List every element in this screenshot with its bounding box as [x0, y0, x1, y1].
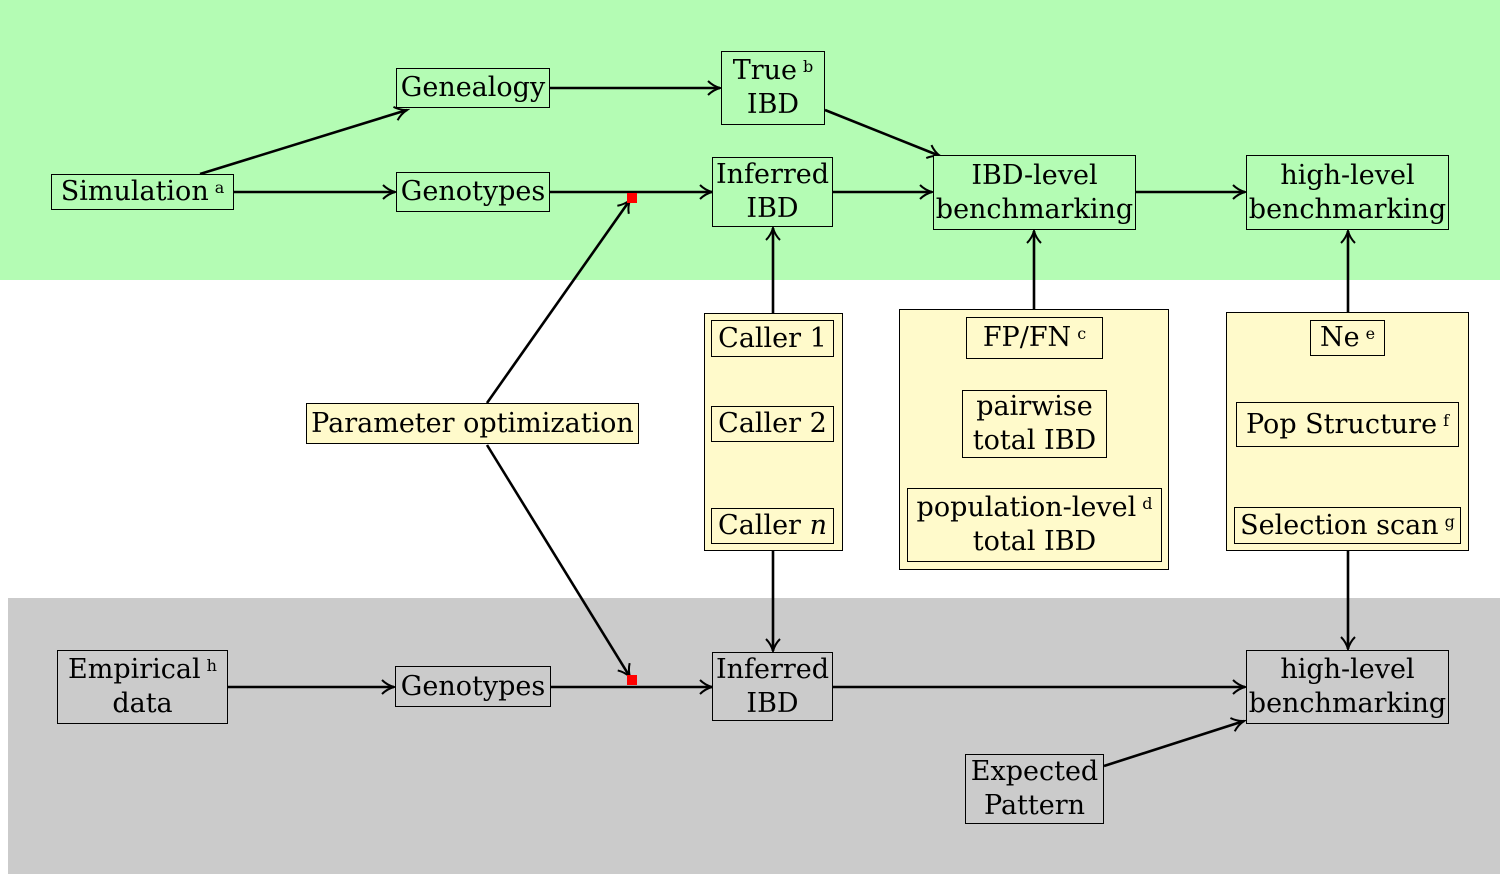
fp-fn-label: FP/FN: [982, 322, 1072, 353]
fp-fn-node: FP/FN c: [966, 317, 1103, 359]
arrow-param-opt-to-sim: [485, 200, 630, 404]
genotypes-emp-label: Genotypes: [400, 670, 546, 702]
high-level-emp-node: high-level benchmarking: [1246, 650, 1449, 724]
inferred-ibd-emp-node: Inferred IBD: [712, 652, 833, 721]
genotypes-emp-node: Genotypes: [395, 666, 551, 707]
param-junction-sim: [627, 193, 637, 203]
parameter-optimization-node: Parameter optimization: [306, 403, 639, 444]
pairwise-total-ibd-node: pairwise total IBD: [962, 390, 1107, 458]
pop-structure-footnote: f: [1443, 410, 1449, 430]
pop-structure-label: Pop Structure: [1245, 408, 1438, 440]
ibd-benchmarking-line2: benchmarking: [935, 193, 1134, 225]
parameter-optimization-label: Parameter optimization: [311, 407, 634, 439]
caller-n-label: Caller: [718, 510, 801, 541]
pairwise-line2: total IBD: [972, 425, 1097, 456]
empirical-line2: data: [112, 688, 173, 719]
ne-label: Ne: [1319, 322, 1360, 353]
population-line1: population-level: [916, 492, 1137, 523]
true-ibd-line1: True: [732, 55, 798, 86]
caller-1-label: Caller 1: [718, 322, 827, 354]
inferred-ibd-sim-node: Inferred IBD: [712, 157, 833, 227]
caller-n-node: Caller n: [711, 508, 834, 544]
true-ibd-line2: IBD: [746, 89, 800, 120]
genotypes-sim-node: Genotypes: [396, 172, 550, 212]
fp-fn-footnote: c: [1077, 324, 1087, 343]
arrow-expected-pattern-to-high-level: [1103, 721, 1244, 768]
caller-2-label: Caller 2: [718, 408, 827, 439]
genealogy-label: Genealogy: [400, 72, 546, 103]
empirical-band: [8, 598, 1500, 874]
caller-1-node: Caller 1: [711, 320, 834, 357]
high-level-sim-line2: benchmarking: [1248, 193, 1447, 225]
arrow-simulation-genealogy: [199, 110, 407, 176]
ibd-benchmarking-line1: IBD-level: [971, 159, 1098, 191]
high-level-emp-line1: high-level: [1280, 654, 1415, 685]
param-junction-emp: [627, 675, 637, 685]
empirical-footnote: h: [206, 656, 217, 675]
caller-n-italic: n: [809, 510, 827, 541]
population-line2: total IBD: [972, 526, 1097, 557]
inferred-ibd-sim-line1: Inferred: [715, 159, 830, 190]
simulation-footnote: a: [214, 178, 225, 197]
expected-pattern-node: Expected Pattern: [965, 754, 1104, 824]
simulation-band: [0, 0, 1500, 280]
inferred-ibd-emp-line2: IBD: [746, 687, 799, 719]
arrow-true-ibd-ibd-benchmarking: [824, 108, 940, 156]
high-level-emp-line2: benchmarking: [1248, 688, 1447, 719]
simulation-node: Simulation a: [51, 174, 234, 210]
expected-pattern-line1: Expected: [970, 756, 1099, 787]
high-level-sim-node: high-level benchmarking: [1246, 155, 1449, 230]
ne-footnote: e: [1365, 324, 1376, 343]
genealogy-node: Genealogy: [396, 68, 550, 108]
ibd-benchmarking-node: IBD-level benchmarking: [933, 155, 1136, 230]
high-level-sim-line1: high-level: [1280, 159, 1415, 191]
expected-pattern-line2: Pattern: [983, 790, 1086, 821]
genotypes-sim-label: Genotypes: [400, 176, 546, 207]
simulation-label: Simulation: [60, 176, 209, 207]
selection-scan-footnote: g: [1444, 511, 1455, 531]
inferred-ibd-sim-line2: IBD: [746, 193, 799, 224]
inferred-ibd-emp-line1: Inferred: [715, 653, 830, 685]
empirical-line1: Empirical: [68, 654, 201, 685]
empirical-data-node: Empirical h data: [57, 650, 228, 724]
population-total-ibd-node: population-level d total IBD: [907, 488, 1162, 562]
true-ibd-footnote: b: [803, 57, 814, 76]
caller-2-node: Caller 2: [711, 406, 834, 442]
selection-scan-label: Selection scan: [1240, 509, 1439, 541]
pairwise-line1: pairwise: [976, 391, 1093, 422]
population-footnote: d: [1142, 494, 1153, 513]
arrow-param-opt-to-emp: [485, 444, 630, 677]
